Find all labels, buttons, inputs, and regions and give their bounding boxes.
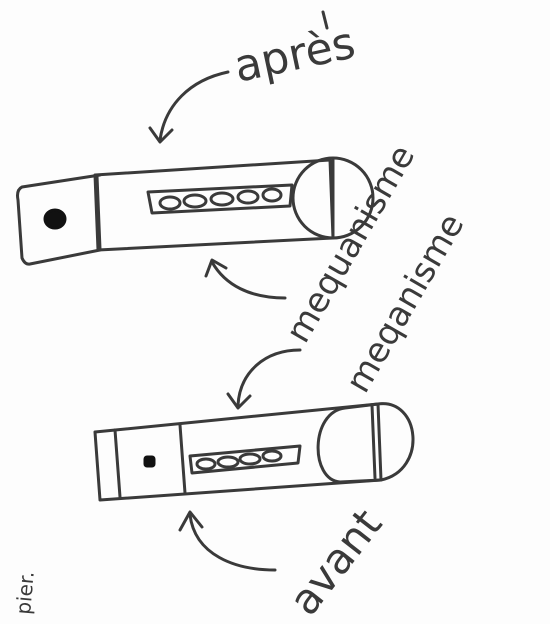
object-before-end-line bbox=[115, 430, 120, 497]
object-before bbox=[95, 404, 413, 500]
object-before-divider bbox=[180, 425, 185, 493]
label-after: après bbox=[230, 18, 360, 93]
label-before: avant bbox=[279, 500, 391, 624]
object-after-bead bbox=[238, 191, 258, 203]
object-before-knob-line bbox=[372, 405, 375, 478]
object-before-bead bbox=[240, 454, 260, 464]
object-after-bead bbox=[263, 189, 281, 201]
object-after-bead bbox=[211, 193, 233, 205]
arrow-after bbox=[150, 72, 228, 142]
label-corner: pier. bbox=[11, 570, 39, 615]
object-after-hole bbox=[45, 210, 65, 228]
object-after-body bbox=[95, 160, 333, 250]
arrow-mechanism-top bbox=[206, 260, 285, 298]
object-before-knob bbox=[318, 404, 413, 482]
object-after-bead bbox=[160, 197, 180, 209]
object-after-bead bbox=[184, 195, 206, 207]
object-before-bead bbox=[263, 451, 281, 461]
arrow-mechanism-bottom bbox=[228, 350, 300, 408]
object-before-bead bbox=[218, 457, 238, 467]
object-after bbox=[18, 158, 374, 264]
object-before-hole bbox=[145, 457, 154, 466]
arrow-before bbox=[180, 512, 275, 570]
object-before-bead bbox=[197, 459, 215, 469]
